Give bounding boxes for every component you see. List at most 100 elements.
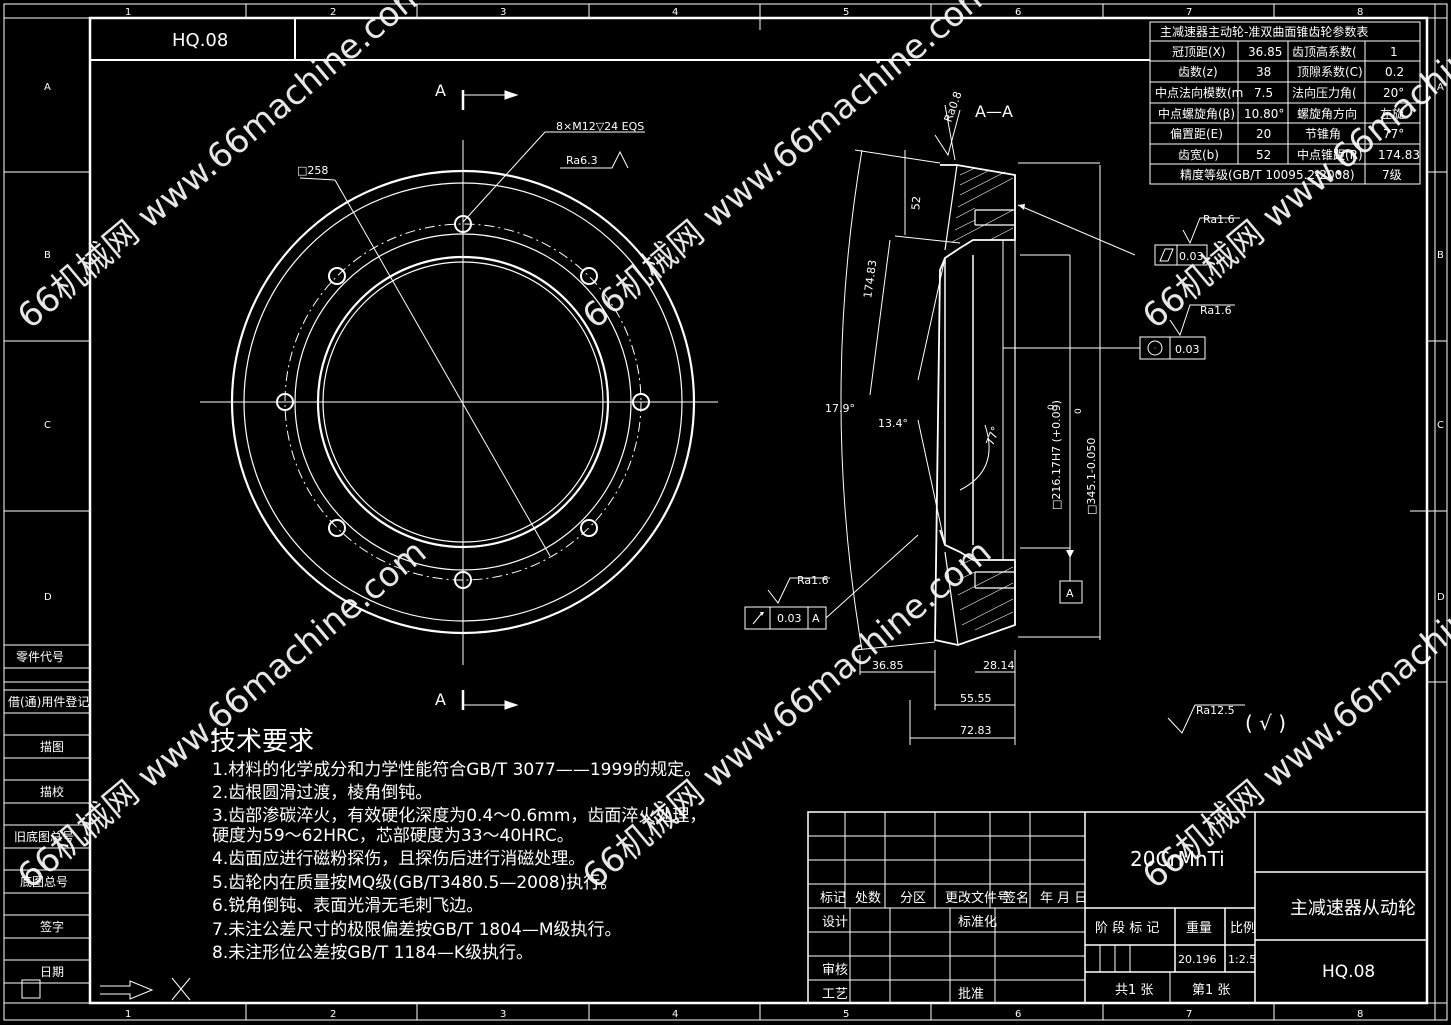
param-cell: 中点螺旋角(β) (1158, 106, 1235, 121)
left-strip (4, 644, 90, 999)
tb-standardization: 标准化 (958, 915, 997, 930)
param-cell: 左旋 (1380, 106, 1404, 121)
param-cell: 冠顶距(X) (1172, 45, 1226, 59)
dim-7283: 72.83 (960, 724, 992, 737)
tech-title: 技术要求 (210, 727, 314, 757)
param-cell: 20° (1383, 86, 1404, 100)
zone-col-label: 2 (330, 1009, 336, 1020)
drawing-number-top: HQ.08 (172, 30, 228, 51)
section-letter-bottom: A (435, 690, 446, 709)
tb-header: 分区 (900, 891, 926, 906)
tech-line: 5.齿轮内在质量按MQ级(GB/T3480.5—2008)执行。 (212, 873, 617, 893)
dim-5555: 55.55 (960, 692, 992, 705)
param-cell: 齿数(z) (1178, 64, 1218, 79)
zone-row-label: D (44, 592, 52, 603)
param-cell: 节锥角 (1305, 127, 1341, 141)
param-cell: 齿宽(b) (1178, 147, 1219, 162)
tech-line: 4.齿面应进行磁粉探伤，且探伤后进行消磁处理。 (212, 849, 585, 869)
gt-val-3: 0.03 (777, 612, 802, 625)
tb-header: 标记 (820, 891, 846, 906)
tech-line: 1.材料的化学成分和力学性能符合GB/T 3077——1999的规定。 (212, 760, 701, 780)
param-cell: 52 (1256, 148, 1271, 162)
param-cell: 38 (1256, 65, 1271, 79)
gt-val-2: 0.03 (1175, 343, 1200, 356)
bore-circle-inner (322, 261, 604, 543)
dim-od: □345.1-0.050 (1085, 438, 1098, 515)
bolt-holes (276, 215, 650, 589)
tb-header: 处数 (855, 891, 881, 906)
zone-row-label: B (1437, 250, 1444, 261)
tb-header: 签名 (1003, 890, 1029, 906)
zone-col-label: 1 (125, 7, 131, 18)
roughness-125: Ra12.5 (1196, 704, 1235, 717)
tb-weight: 重量 (1186, 920, 1212, 936)
tb-header: 年 月 日 (1040, 891, 1087, 906)
tb-review: 审核 (822, 963, 848, 978)
tb-process: 工艺 (822, 987, 848, 1002)
zone-row-label: D (1437, 592, 1445, 603)
zone-row-label: B (44, 250, 51, 261)
bore-circle (316, 255, 610, 549)
zone-col-label: 3 (500, 1009, 506, 1020)
dim-bore: □216.17H7 (+0.09) (1050, 400, 1063, 510)
tb-drawing-number: HQ.08 (1322, 962, 1375, 982)
zone-col-label: 4 (672, 1009, 678, 1020)
title-block-grid (808, 812, 1085, 1003)
tb-scale-value: 1:2.5 (1228, 953, 1256, 966)
zone-row-label: A (44, 82, 51, 93)
param-cell: 0.2 (1385, 65, 1404, 79)
param-cell: 174.83 (1378, 148, 1420, 162)
zone-col-label: 8 (1357, 1009, 1363, 1020)
tb-header: 更改文件号 (945, 891, 1010, 906)
strip-label: 旧底图总号 (14, 829, 74, 844)
gt-ra-16-b: Ra1.6 (1200, 304, 1232, 317)
param-cell: 7.5 (1254, 86, 1273, 100)
section-title: A—A (975, 102, 1013, 121)
tech-line: 硬度为59～62HRC，芯部硬度为33～40HRC。 (212, 826, 574, 846)
bore-circle-outer (294, 233, 632, 571)
zone-col-label: 4 (672, 7, 678, 18)
tech-line: 2.齿根圆滑过渡，棱角倒钝。 (212, 783, 432, 803)
zone-col-label: 6 (1015, 7, 1021, 18)
dim-angle-134: 13.4° (878, 417, 908, 430)
zone-row-label: C (44, 420, 51, 431)
gt-val-1: 0.03 (1179, 250, 1204, 263)
tb-sheets-total: 共1 张 (1115, 983, 1153, 998)
bolt-circle (284, 223, 642, 581)
tb-scale: 比例 (1230, 921, 1256, 936)
strip-label: 日期 (40, 965, 64, 979)
zone-col-label: 2 (330, 7, 336, 18)
dim-17483: 174.83 (861, 259, 879, 299)
tb-stage-mark: 阶 段 标 记 (1095, 921, 1159, 936)
outer-circle (230, 169, 696, 635)
watermark: 66机械网 www.66machine.com (575, 532, 999, 897)
watermark: 66机械网 www.66machine.com (575, 0, 999, 337)
zone-col-label: 8 (1357, 7, 1363, 18)
section-hatch (951, 167, 1014, 631)
param-accuracy-value: 7级 (1382, 168, 1402, 182)
strip-label: 描图 (40, 740, 64, 754)
param-cell: 齿顶高系数( (1292, 44, 1357, 59)
zone-row-label: A (1437, 82, 1444, 93)
section-letter-top: A (435, 81, 446, 100)
tb-design: 设计 (822, 915, 848, 930)
tb-part-name: 主减速器从动轮 (1290, 898, 1416, 919)
gt-datum-ref: A (812, 612, 820, 625)
zone-ticks (4, 4, 1447, 1020)
projection-symbol (100, 977, 191, 1001)
param-table-title: 主减速器主动轮-准双曲面锥齿轮参数表 (1160, 24, 1368, 39)
tb-approve: 批准 (958, 987, 984, 1002)
strip-label: 描校 (40, 784, 64, 799)
param-cell: 10.80° (1244, 107, 1284, 121)
dim-angle-179: 17.9° (825, 402, 855, 415)
zone-row-label: C (1437, 420, 1444, 431)
dim-od-upper: 0 (1074, 408, 1084, 414)
roughness-125-paren: ( √ ) (1245, 711, 1286, 735)
section-view (917, 164, 1016, 646)
zone-col-label: 5 (843, 1009, 849, 1020)
tb-weight-value: 20.196 (1178, 953, 1217, 966)
dim-2814: 28.14 (983, 659, 1015, 672)
zone-col-label: 6 (1015, 1009, 1021, 1020)
tb-sheet-no: 第1 张 (1192, 983, 1230, 998)
